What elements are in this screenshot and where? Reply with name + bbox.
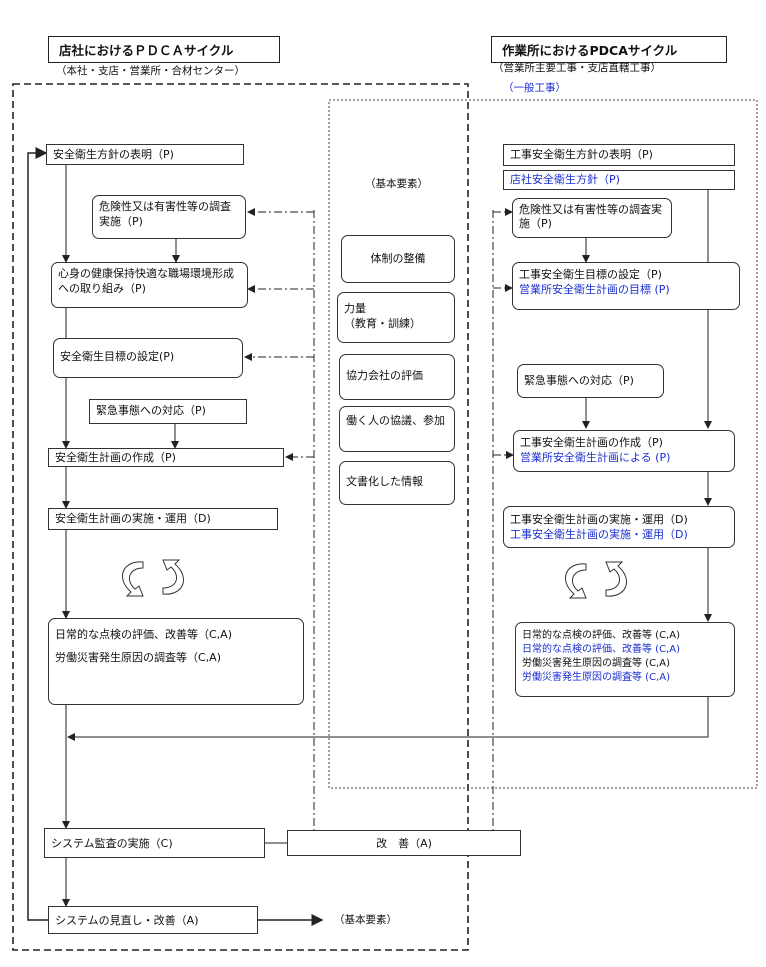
center-basic-elements-header: （基本要素） bbox=[365, 178, 428, 190]
right-implement-line: 工事安全衛生計画の実施・運用（D) bbox=[510, 513, 688, 526]
left-audit-box: システム監査の実施（C) bbox=[44, 828, 265, 858]
right-goal-line: 工事安全衛生目標の設定（P) bbox=[519, 268, 662, 281]
right-check-line2-blue: 労働災害発生原因の調査等 (C,A) bbox=[522, 672, 670, 683]
left-check-line1: 日常的な点検の評価、改善等（C,A) bbox=[55, 628, 232, 641]
right-policy-blue-box: 店社安全衛生方針（P) bbox=[503, 170, 735, 190]
left-emergency-box: 緊急事態への対応（P) bbox=[89, 399, 247, 424]
left-review-box: システムの見直し・改善（A) bbox=[48, 906, 258, 934]
right-check-box: 日常的な点検の評価、改善等 (C,A) 日常的な点検の評価、改善等 (C,A) … bbox=[515, 622, 735, 697]
center-item-documented-info: 文書化した情報 bbox=[339, 461, 455, 505]
right-implement-box: 工事安全衛生計画の実施・運用（D) 工事安全衛生計画の実施・運用（D) bbox=[503, 506, 735, 548]
left-plan-box: 安全衛生計画の作成（P) bbox=[48, 448, 284, 467]
right-check-line1: 日常的な点検の評価、改善等 (C,A) bbox=[522, 630, 680, 641]
right-goal-blue-line: 営業所安全衛生計画の目標 (P) bbox=[519, 283, 670, 296]
right-emergency-box: 緊急事態への対応（P) bbox=[517, 364, 664, 398]
left-cycle-subtitle: （本社・支店・営業所・合材センター） bbox=[56, 65, 245, 77]
right-implement-blue-line: 工事安全衛生計画の実施・運用（D) bbox=[510, 528, 688, 541]
center-item-competence: 力量 （教育・訓練） bbox=[337, 292, 455, 343]
right-cycle-subtitle-blue: （一般工事） bbox=[503, 82, 566, 94]
right-cycle-title: 作業所におけるPDCAサイクル bbox=[491, 36, 727, 63]
center-item-partner-eval: 協力会社の評価 bbox=[339, 354, 455, 400]
right-plan-box: 工事安全衛生計画の作成（P) 営業所安全衛生計画による (P) bbox=[513, 430, 735, 472]
left-health-box: 心身の健康保持快適な職場環境形成への取り組み（P) bbox=[51, 262, 248, 308]
right-check-line2: 労働災害発生原因の調査等 (C,A) bbox=[522, 658, 670, 669]
right-hazard-box: 危険性又は有害性等の調査実施（P) bbox=[512, 198, 672, 238]
left-implement-box: 安全衛生計画の実施・運用（D) bbox=[48, 508, 278, 530]
left-check-line2: 労働災害発生原因の調査等（C,A) bbox=[55, 651, 221, 664]
right-plan-blue-line: 営業所安全衛生計画による (P) bbox=[520, 451, 671, 464]
right-policy-box: 工事安全衛生方針の表明（P) bbox=[503, 144, 735, 166]
right-plan-line: 工事安全衛生計画の作成（P) bbox=[520, 436, 663, 449]
left-hazard-box: 危険性又は有害性等の調査実施（P) bbox=[92, 195, 246, 239]
cycle-arrows-icon bbox=[121, 559, 185, 597]
left-cycle-title: 店社におけるＰＤＣＡサイクル bbox=[48, 36, 280, 63]
left-goal-box: 安全衛生目標の設定(P) bbox=[53, 338, 243, 378]
right-goal-box: 工事安全衛生目標の設定（P) 営業所安全衛生計画の目標 (P) bbox=[512, 262, 740, 310]
review-basic-elements-note: （基本要素） bbox=[334, 914, 397, 926]
cycle-arrows-icon bbox=[564, 561, 628, 599]
center-improve-box: 改 善（A) bbox=[287, 830, 521, 856]
center-item-worker-participation: 働く人の協議、参加 bbox=[339, 406, 455, 452]
right-check-line1-blue: 日常的な点検の評価、改善等 (C,A) bbox=[522, 644, 680, 655]
right-cycle-subtitle: （営業所主要工事・支店直轄工事） bbox=[493, 62, 661, 74]
left-policy-box: 安全衛生方針の表明（P) bbox=[46, 144, 244, 165]
left-check-box: 日常的な点検の評価、改善等（C,A) 労働災害発生原因の調査等（C,A) bbox=[48, 618, 304, 705]
center-item-structure: 体制の整備 bbox=[341, 235, 455, 283]
